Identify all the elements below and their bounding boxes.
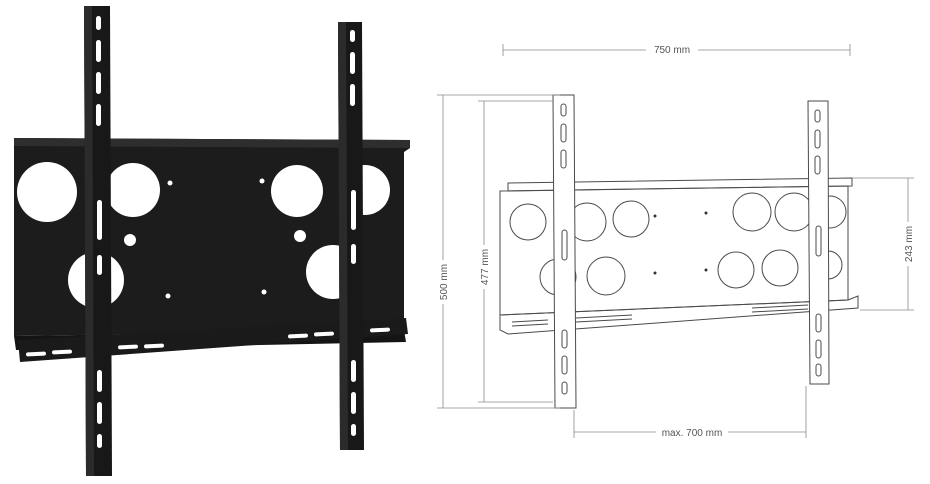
left-vertical-arm	[84, 6, 112, 476]
right-vertical-arm	[338, 22, 364, 450]
dimension-inner-height: 477 mm	[480, 249, 491, 285]
drawing-left-arm	[552, 94, 577, 409]
dimension-lines	[437, 44, 914, 438]
dimension-max-hole-spacing: max. 700 mm	[662, 428, 723, 439]
dimension-plate-height: 243 mm	[904, 226, 915, 262]
drawing-right-arm	[807, 100, 830, 385]
wall-mount-photo	[14, 6, 410, 476]
dimension-overall-height: 500 mm	[439, 264, 450, 300]
dimension-overall-width: 750 mm	[654, 45, 690, 56]
drawing-wall-plate	[499, 177, 859, 335]
wall-mount-drawing	[499, 94, 859, 409]
